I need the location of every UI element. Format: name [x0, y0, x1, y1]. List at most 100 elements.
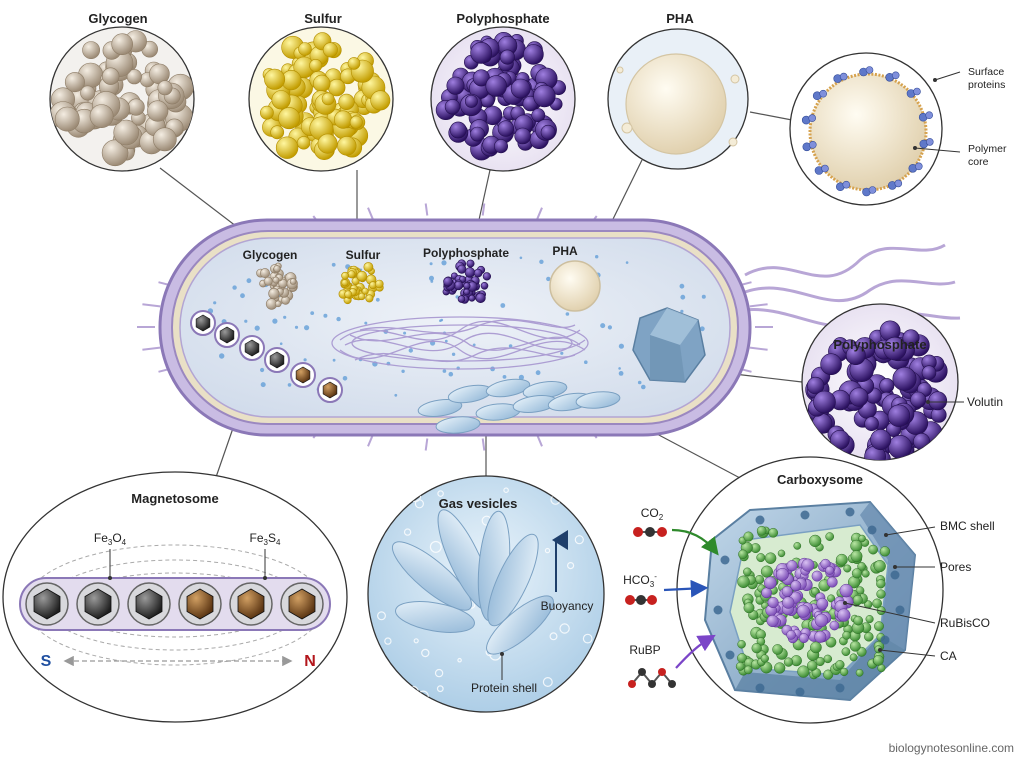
- cell-glycogen-particle: [274, 300, 282, 308]
- magnetite-crystal: [84, 588, 112, 620]
- bubble: [434, 668, 444, 678]
- ribosome-dot: [584, 360, 588, 365]
- cell-polyphosphate-particle: [464, 267, 476, 278]
- cell-glycogen-particle: [268, 288, 280, 300]
- cell-glycogen-particle: [273, 265, 281, 273]
- carbonic-anhydrase-particle: [857, 562, 866, 571]
- cell-polyphosphate-particle: [473, 268, 483, 278]
- cell-carboxysome: [632, 307, 706, 383]
- carbonic-anhydrase-particle: [825, 532, 835, 541]
- bubble: [542, 676, 553, 687]
- polyphosphate-particle: [464, 94, 478, 108]
- shell-pore: [795, 687, 805, 697]
- label-buoyancy: Buoyancy: [541, 599, 594, 613]
- ribosome-dot: [272, 318, 278, 324]
- magnetite-crystal: [244, 339, 260, 357]
- ribosome-dot: [546, 276, 551, 282]
- polyphosphate-particle: [497, 120, 515, 137]
- carbonic-anhydrase-particle: [815, 656, 825, 667]
- pha-surface-protein-clusters: [801, 66, 934, 197]
- sulfur-particle: [322, 42, 338, 58]
- volutin-particle: [892, 366, 917, 391]
- label-ca: CA: [940, 649, 957, 663]
- sulfur-particle: [297, 136, 311, 150]
- label-co2: CO2: [641, 506, 664, 522]
- ribosome-dot: [304, 325, 310, 331]
- ribosome-dot: [342, 376, 348, 381]
- volutin-particle: [845, 345, 866, 366]
- polyphosphate-particle: [444, 99, 461, 115]
- ribosome-dot: [448, 371, 454, 377]
- glycogen-particle: [152, 127, 177, 152]
- nucleoid: [331, 316, 589, 370]
- carbonic-anhydrase-particle: [810, 641, 822, 654]
- carbonic-anhydrase-particle: [743, 665, 753, 675]
- carbonic-anhydrase-particle: [823, 669, 834, 680]
- ribosome-dot: [310, 311, 315, 315]
- cell-polyphosphate-particle: [463, 282, 471, 290]
- sulfur-particle: [321, 92, 335, 106]
- surface-protein: [891, 71, 900, 80]
- carbonic-anhydrase-particle: [738, 549, 748, 560]
- gas-vesicle: [485, 378, 531, 398]
- ribosome-dot: [403, 331, 407, 335]
- volutin-particle: [913, 432, 931, 450]
- carbonic-anhydrase-particle: [760, 654, 769, 663]
- volutin-particle: [910, 391, 927, 408]
- ribosome-dot: [394, 393, 398, 397]
- pilus: [142, 346, 161, 351]
- ribosome-dot: [679, 283, 685, 289]
- rubisco-particle: [811, 570, 823, 582]
- ribosome-dot: [518, 374, 525, 380]
- volutin-particle: [883, 336, 907, 361]
- glycogen-particle: [82, 41, 101, 60]
- shell-pore: [890, 570, 900, 580]
- label-bmc-shell: BMC shell: [940, 519, 995, 533]
- ribosome-dot: [641, 384, 646, 390]
- carbonic-anhydrase-particle: [793, 542, 802, 550]
- shell-pore: [845, 507, 855, 517]
- inset-glycogen: Glycogen: [49, 11, 195, 172]
- bubble: [503, 487, 509, 494]
- carbonic-anhydrase-particle: [853, 615, 864, 626]
- ribosome-dot: [244, 319, 248, 323]
- sulfur-particle: [347, 57, 361, 70]
- carbonic-anhydrase-particle: [760, 565, 773, 578]
- ribosome-dot: [637, 380, 642, 385]
- pha-polymer-core: [808, 72, 928, 192]
- inset-pha-title: PHA: [666, 11, 694, 26]
- pilus: [424, 203, 429, 216]
- ribosome-dot: [294, 325, 299, 329]
- carbonic-anhydrase-particle: [872, 598, 882, 609]
- bubble: [414, 499, 424, 509]
- magnetite-crystal: [219, 326, 235, 344]
- rubisco-particle: [814, 630, 827, 643]
- credit-text: biologynotesonline.com: [889, 741, 1014, 755]
- sulfur-particle: [278, 107, 301, 130]
- carbonic-anhydrase-particle: [858, 534, 866, 543]
- carbonic-anhydrase-particle: [768, 527, 779, 538]
- sulfur-particle: [313, 74, 331, 93]
- surface-protein: [914, 162, 923, 171]
- sulfur-particle: [317, 133, 338, 154]
- carbonic-anhydrase-particle: [852, 594, 863, 606]
- polyphosphate-particle: [533, 84, 556, 108]
- ribosome-dot: [600, 323, 606, 329]
- rubisco-particle: [761, 587, 772, 599]
- carbonic-anhydrase-particle: [839, 667, 849, 677]
- surface-protein: [839, 72, 848, 81]
- rubp-molecule: [628, 668, 676, 688]
- polyphosphate-particle: [493, 139, 508, 154]
- cell-sulfur-particle: [344, 290, 353, 299]
- ribosome-dot: [444, 339, 448, 343]
- volutin-particle: [864, 416, 879, 432]
- bubble: [559, 623, 570, 634]
- polyphosphate-particle: [514, 127, 532, 145]
- carbonic-anhydrase-particle: [797, 665, 810, 678]
- bubble: [377, 611, 387, 621]
- bubble: [387, 671, 397, 682]
- polyphosphate-particle: [446, 76, 465, 95]
- polyphosphate-particle: [470, 126, 485, 142]
- ribosome-dot: [323, 313, 328, 318]
- rubisco-particle: [814, 613, 829, 628]
